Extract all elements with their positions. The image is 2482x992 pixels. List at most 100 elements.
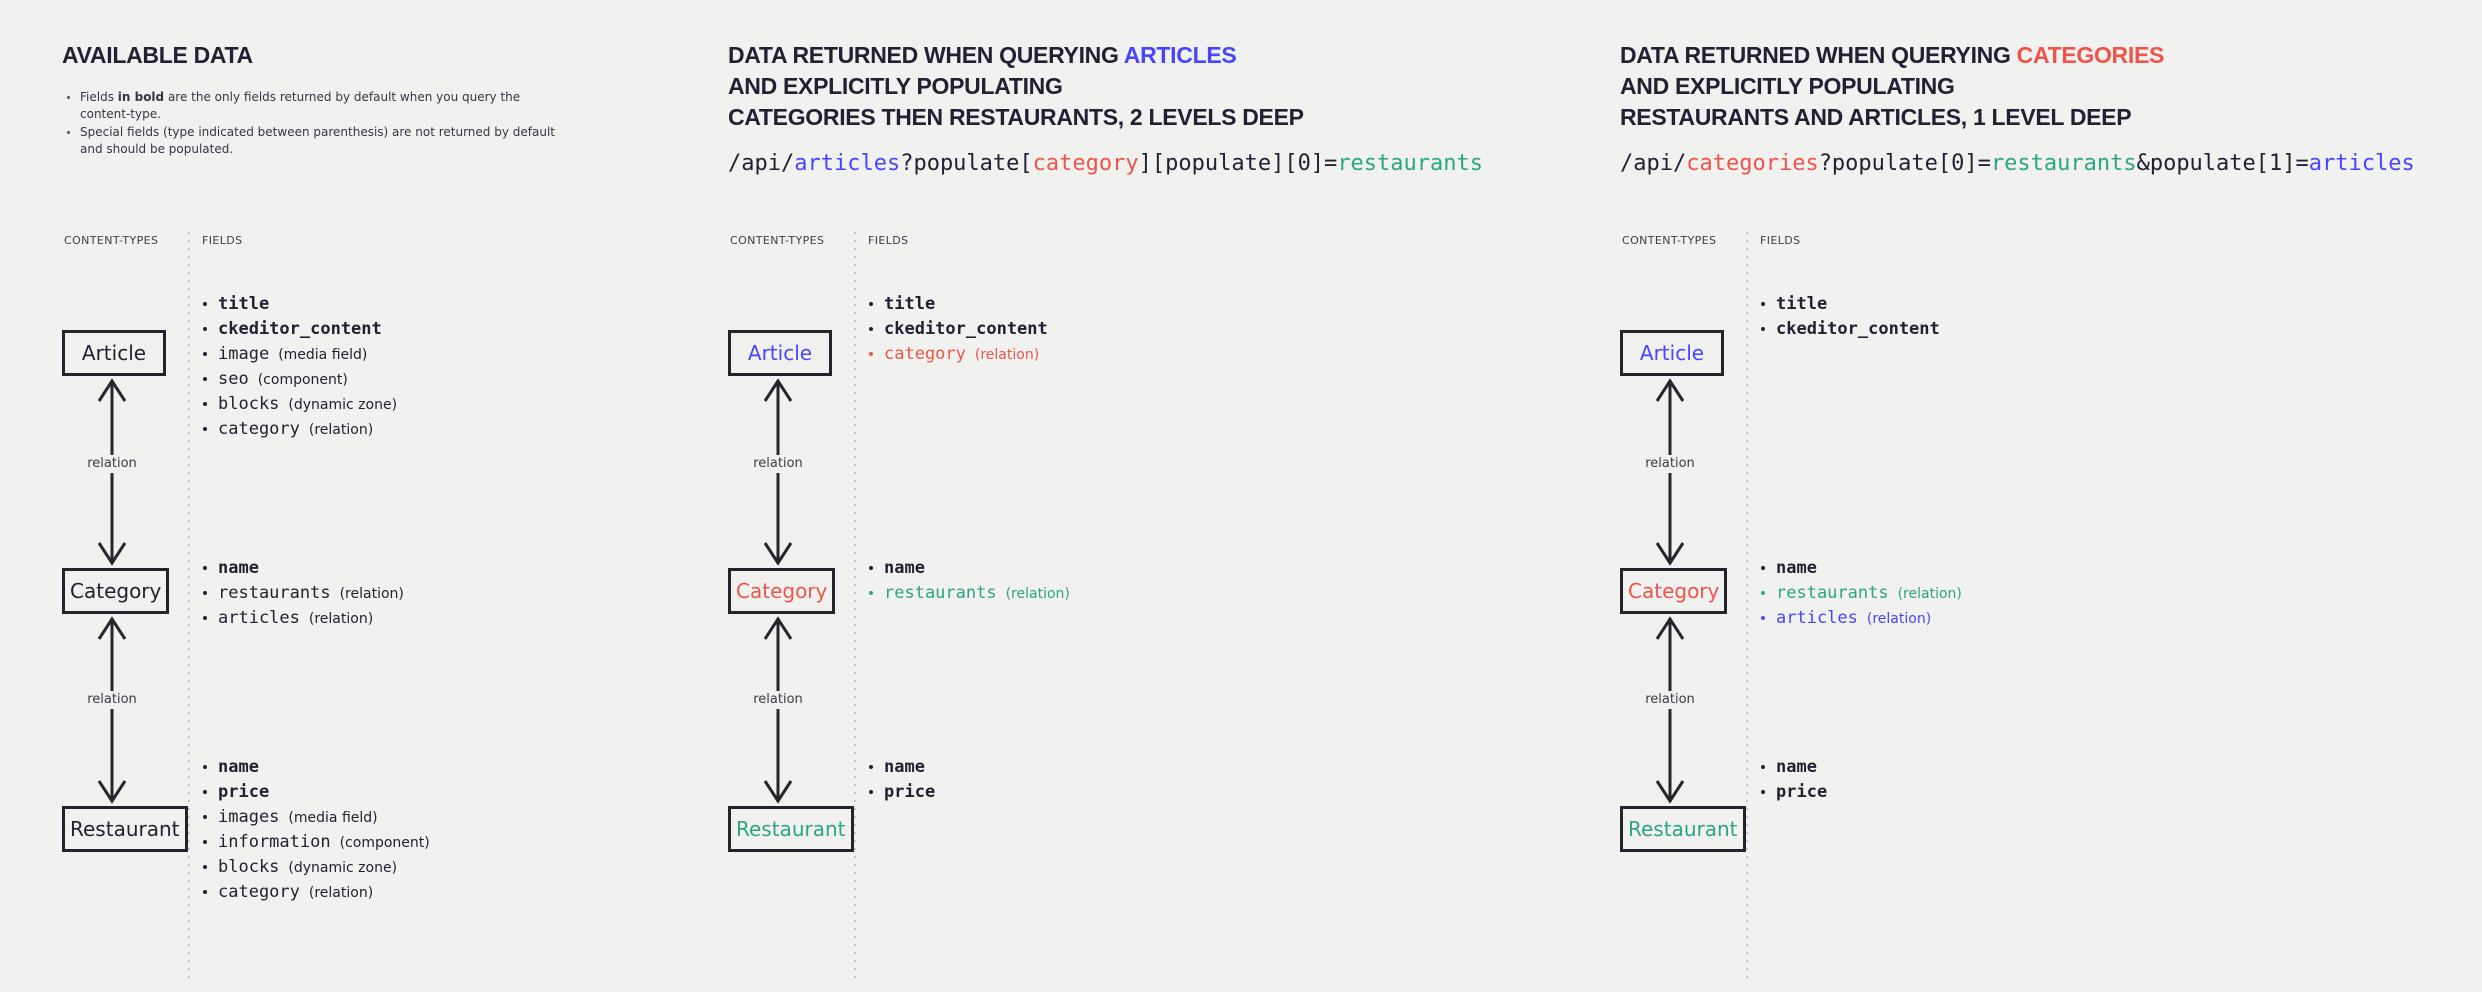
bullet-icon [203,840,207,844]
field-name: articles [1776,608,1858,628]
note-text: Special fields (type indicated between p… [80,125,555,156]
field-name: articles [218,608,300,628]
field-annotation: (component) [257,372,348,388]
query-segment: /api/ [728,151,795,176]
field-annotation: (relation) [308,611,374,627]
field-name: name [1776,757,1817,777]
field-row: articles (relation) [200,606,690,631]
field-row: restaurants(relation) [866,581,1356,606]
field-name: seo [218,369,249,389]
entity-box-category: Category [728,568,836,614]
field-annotation: (media field) [278,347,368,363]
field-row: blocks(dynamic zone) [200,855,690,880]
entity-label: Article [747,341,813,365]
column-divider [1746,232,1748,978]
entity-label: Article [1639,341,1705,365]
field-name: name [1776,558,1817,578]
field-row: price [200,780,690,805]
field-annotation: (component) [339,835,430,851]
field-row: name [1758,755,2248,780]
bullet-icon [203,302,207,306]
entity-box-category: Category [1620,568,1728,614]
query-segment: ?populate[ [900,151,1033,176]
query-segment: /api/ [1620,151,1687,176]
field-row: price [866,780,1356,805]
bullet-icon [203,890,207,894]
field-row: name [200,755,690,780]
relation-label: relation [1640,455,1700,473]
field-row: ckeditor_content [1758,317,2248,342]
field-annotation: (relation) [1897,586,1962,602]
field-row: title [200,292,690,317]
field-name: category [218,882,300,902]
bullet-icon [869,765,873,769]
field-annotation: (dynamic zone) [288,860,398,876]
field-name: title [884,294,936,314]
field-row: name [200,556,690,581]
query-segment: articles [2308,151,2415,176]
panel-title: AVAILABLE DATA [62,40,253,71]
bullet-icon [1761,302,1765,306]
entity-label: Restaurant [736,817,846,841]
fields-list-restaurant: name price [866,755,1356,805]
query-segment: ?populate[0]= [1818,151,1991,176]
notes-list: Fields in bold are the only fields retur… [66,89,571,159]
entity-box-restaurant: Restaurant [1620,806,1746,852]
field-row: title [866,292,1356,317]
bullet-icon [1761,591,1765,595]
field-row: information(component) [200,830,690,855]
note-text: Fields in bold are the only fields retur… [80,90,521,121]
field-row: name [866,556,1356,581]
bullet-icon [203,377,207,381]
panel-query-articles: DATA RETURNED WHEN QUERYING ARTICLES AND… [728,0,1568,992]
entity-label: Category [70,579,162,603]
field-name: category [884,344,966,364]
fields-header: FIELDS [868,234,909,247]
bullet-icon [1761,765,1765,769]
field-name: restaurants [884,583,997,603]
bullet-icon [67,131,70,134]
bullet-icon [869,591,873,595]
fields-list-category: name restaurants(relation) articles (rela… [1758,556,2248,631]
title-text: AVAILABLE DATA [62,42,253,68]
title-text: DATA RETURNED WHEN QUERYING [728,42,1124,68]
field-name: price [1776,782,1828,802]
query-segment: &populate[1]= [2136,151,2309,176]
relation-arrow [1655,616,1685,804]
field-name: category [218,419,300,439]
title-line-3: CATEGORIES THEN RESTAURANTS, 2 LEVELS DE… [728,104,1304,130]
entity-box-category: Category [62,568,170,614]
fields-list-article: title ckeditor_content category(relation… [866,292,1356,367]
bullet-icon [203,427,207,431]
field-name: blocks [218,394,280,414]
content-types-header: CONTENT-TYPES [64,234,159,247]
field-row: name [866,755,1356,780]
column-divider [854,232,856,978]
field-row: category (relation) [200,417,690,442]
field-row: seo (component) [200,367,690,392]
entity-box-article: Article [62,330,166,376]
content-types-header: CONTENT-TYPES [1622,234,1717,247]
panel-title: DATA RETURNED WHEN QUERYING CATEGORIES A… [1620,40,2164,133]
fields-header: FIELDS [202,234,243,247]
bullet-icon [203,402,207,406]
title-line-1: DATA RETURNED WHEN QUERYING ARTICLES [728,40,1304,71]
title-line-3: RESTAURANTS AND ARTICLES, 1 LEVEL DEEP [1620,104,2132,130]
bullet-icon [203,327,207,331]
fields-list-article: title ckeditor_content [1758,292,2248,342]
entity-label: Category [1628,579,1720,603]
field-row: restaurants(relation) [1758,581,2248,606]
title-line-1: AVAILABLE DATA [62,40,253,71]
field-name: title [218,294,270,314]
bullet-icon [869,352,873,356]
query-segment: categories [1686,151,1819,176]
entity-box-article: Article [728,330,832,376]
panel-available-data: AVAILABLE DATA Fields in bold are the on… [62,0,692,992]
bullet-icon [1761,790,1765,794]
bullet-icon [869,302,873,306]
bullet-icon [869,790,873,794]
field-annotation: (relation) [308,422,374,438]
fields-list-category: name restaurants(relation) articles(rela… [200,556,690,631]
field-row: name [1758,556,2248,581]
bullet-icon [203,790,207,794]
